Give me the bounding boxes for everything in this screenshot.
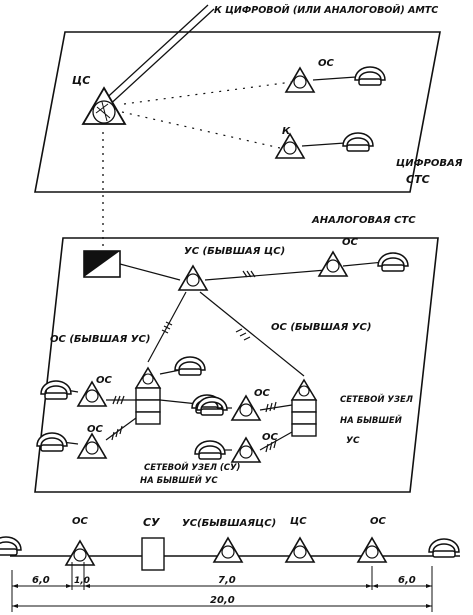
net-node-left-label-1: СЕТЕВОЙ УЗЕЛ (СУ) — [144, 461, 241, 473]
analog-os-c-icon — [231, 395, 261, 421]
telephone-icon — [377, 252, 409, 272]
dimension-lines — [11, 562, 433, 612]
bottom-os-left-icon — [65, 540, 95, 566]
converter-box-icon — [83, 250, 121, 278]
telephone-icon — [0, 536, 22, 556]
dim-d3: 7,0 — [218, 575, 236, 586]
telephone-icon — [174, 356, 206, 376]
bottom-os-right-label: ОС — [370, 516, 387, 527]
digital-net-label-2: СТС — [406, 173, 430, 186]
analog-os-left-group-label: ОС (БЫВШАЯ УС) — [50, 334, 150, 345]
telephone-icon — [194, 440, 226, 460]
analog-os-b-label: ОС — [87, 424, 104, 435]
digital-os-station-icon — [285, 67, 315, 93]
bottom-us-label: УС(БЫВШАЯЦС) — [182, 518, 276, 529]
dim-d4: 6,0 — [398, 575, 416, 586]
digital-cs-label: ЦС — [72, 74, 90, 87]
net-node-right-label-2: НА БЫВШЕЙ — [340, 414, 402, 426]
bottom-us-icon — [213, 537, 243, 563]
linear-scheme: ОС СУ УС(БЫВШАЯЦС) ЦС ОС 6,0 1,0 7,0 6,0… — [0, 516, 460, 612]
net-node-right-label-3: УС — [346, 436, 360, 446]
analog-os-d-label: ОС — [262, 432, 279, 443]
net-node-left-label-2: НА БЫВШЕЙ УС — [140, 474, 218, 486]
dim-total: 20,0 — [210, 595, 235, 606]
analog-os-top-label: ОС — [342, 237, 359, 248]
digital-sts-plane: К ЦИФРОВОЙ (ИЛИ АНАЛОГОВОЙ) АМТС ЦС ОС К… — [34, 4, 463, 193]
telephone-icon — [196, 396, 228, 416]
amts-link-label: К ЦИФРОВОЙ (ИЛИ АНАЛОГОВОЙ) АМТС — [214, 4, 438, 16]
analog-os-c-label: ОС — [254, 388, 271, 399]
net-node-right-label-1: СЕТЕВОЙ УЗЕЛ — [340, 393, 413, 405]
analog-us-label: УС (БЫВШАЯ ЦС) — [184, 246, 285, 257]
analog-sts-plane: АНАЛОГОВАЯ СТС УС (БЫВШАЯ ЦС) ОС ОС (БЫВ… — [34, 215, 439, 493]
bottom-cs-icon — [285, 537, 315, 563]
digital-os-label: ОС — [318, 58, 335, 69]
analog-os-a-label: ОС — [96, 375, 113, 386]
bottom-su-label: СУ — [143, 516, 160, 529]
analog-os-b-icon — [77, 433, 107, 459]
bottom-os-right-icon — [357, 537, 387, 563]
digital-k-label: К — [282, 126, 291, 137]
dim-d2: 1,0 — [74, 576, 90, 586]
telephone-icon — [354, 66, 386, 86]
analog-os-top-icon — [318, 251, 348, 277]
digital-k-station-icon — [275, 133, 305, 159]
telephone-icon — [36, 432, 68, 452]
dim-d1: 6,0 — [32, 575, 50, 586]
digital-cs-station-icon — [82, 87, 126, 125]
network-node-stack-icon — [291, 379, 317, 437]
analog-os-right-group-label: ОС (БЫВШАЯ УС) — [271, 322, 371, 333]
network-node-stack-icon — [135, 367, 161, 425]
bottom-os-left-label: ОС — [72, 516, 89, 527]
telephone-icon — [342, 132, 374, 152]
digital-net-label-1: ЦИФРОВАЯ — [396, 158, 463, 169]
telephone-icon — [40, 380, 72, 400]
analog-us-station-icon — [178, 265, 208, 291]
bottom-su-box — [141, 537, 165, 571]
telephone-icon — [428, 538, 460, 558]
analog-net-label: АНАЛОГОВАЯ СТС — [311, 215, 416, 226]
bottom-cs-label: ЦС — [290, 516, 307, 527]
analog-os-d-icon — [231, 437, 261, 463]
